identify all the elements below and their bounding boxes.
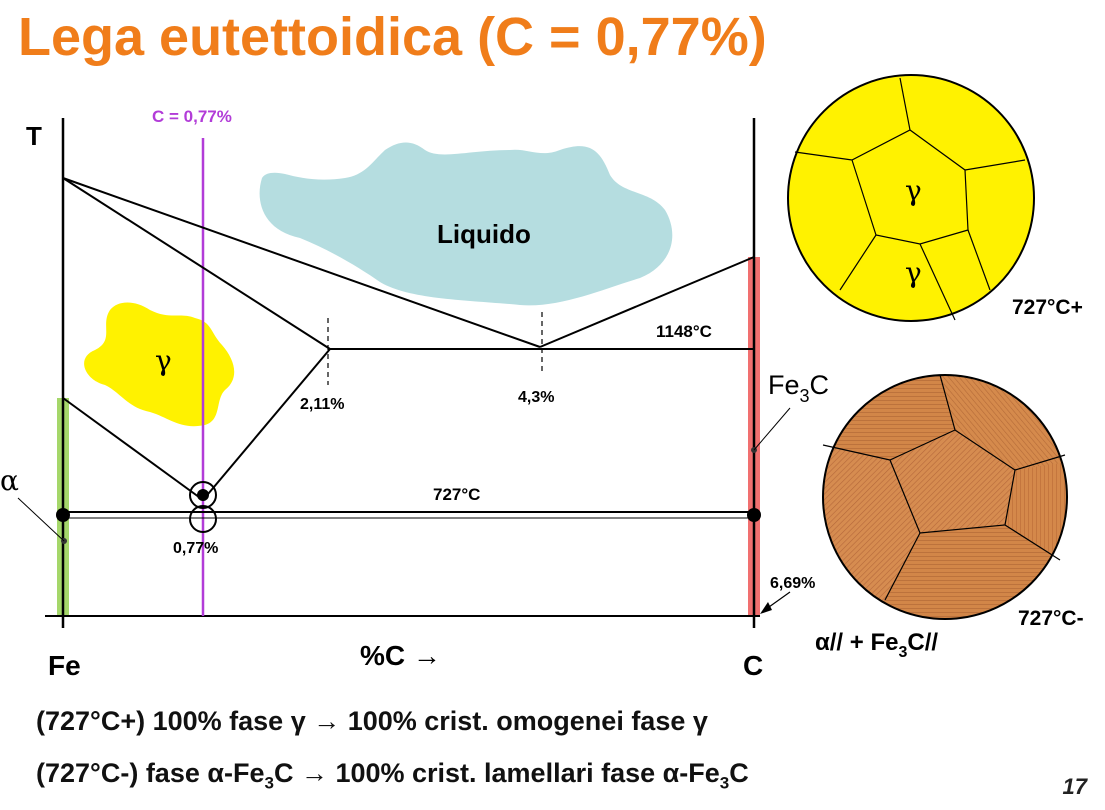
caption-line-2: (727°C-) fase α-Fe3C → 100% crist. lamel… [36, 758, 749, 793]
alpha-label: α [0, 464, 19, 497]
liquid-label: Liquido [437, 219, 531, 249]
alpha-leader [17, 497, 65, 542]
page-title: Lega eutettoidica (C = 0,77%) [18, 7, 767, 67]
fe3c-label: Fe3C [768, 370, 829, 406]
micrograph-austenite: γ γ [787, 74, 1035, 322]
alpha-point [56, 508, 70, 522]
composition-line-label: C = 0,77% [152, 107, 232, 126]
t-axis-label: T [26, 121, 42, 151]
x-axis-label: %C → [360, 640, 441, 671]
dashed-markers [327, 312, 543, 385]
eutectoid-point-lower [189, 505, 217, 533]
liquid-region-blob [259, 142, 673, 306]
micro-gamma-1: γ [905, 174, 922, 207]
gamma-region-blob [84, 302, 235, 427]
micrograph-pearlite [822, 374, 1068, 620]
eutectoid-temp-label: 727°C [433, 485, 480, 504]
micro-gamma-2: γ [905, 256, 922, 289]
fe3c-leader [753, 407, 791, 451]
pct-211-label: 2,11% [300, 396, 344, 413]
pct-077-label: 0,77% [173, 540, 218, 557]
phase-boundaries [62, 177, 755, 519]
micro-bottom-phases: α// + Fe3C// [815, 629, 938, 661]
fe-label: Fe [48, 650, 81, 681]
eutectic-temp-label: 1148°C [656, 322, 712, 341]
fe3c-point [747, 508, 761, 522]
micro-bottom-temp: 727°C- [1018, 607, 1084, 630]
pct-669-label: 6,69% [770, 575, 815, 592]
eutectoid-point-upper [189, 481, 217, 509]
page-number: 17 [1062, 774, 1087, 799]
gamma-region-label: γ [155, 344, 172, 377]
pct-43-label: 4,3% [518, 389, 554, 406]
caption-line-1: (727°C+) 100% fase γ → 100% crist. omoge… [36, 706, 708, 736]
micro-top-temp: 727°C+ [1012, 296, 1083, 319]
c-label: C [743, 650, 763, 681]
